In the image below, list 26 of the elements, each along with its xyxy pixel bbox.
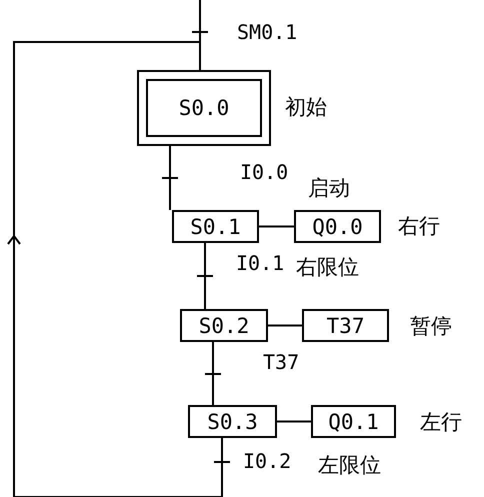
step-comment: 初始	[285, 97, 327, 118]
initial-step-box: S0.0	[137, 70, 271, 146]
step-box: S0.3	[188, 405, 277, 438]
connector-line	[277, 420, 311, 422]
step-box: S0.1	[172, 210, 259, 243]
action-box: Q0.0	[294, 210, 381, 243]
connector-line	[204, 341, 222, 406]
step-comment: 暂停	[410, 316, 452, 337]
step-comment: 左行	[420, 412, 462, 433]
action-box: Q0.1	[311, 405, 396, 438]
connector-line	[161, 145, 179, 211]
transition-label: I0.0	[240, 162, 288, 182]
transition-label: I0.1	[236, 253, 284, 273]
transition-label: SM0.1	[237, 22, 298, 42]
step-box: S0.2	[180, 309, 268, 342]
arrow	[7, 41, 231, 497]
transition-comment: 右限位	[296, 257, 359, 278]
transition-label: T37	[263, 352, 300, 372]
transition-label: I0.2	[243, 451, 292, 471]
transition-comment: 启动	[308, 178, 350, 199]
action-box: T37	[302, 309, 389, 342]
connector-line	[259, 226, 294, 228]
connector-line	[268, 324, 302, 326]
connector-line	[196, 242, 214, 310]
transition-comment: 左限位	[318, 455, 381, 476]
step-comment: 右行	[398, 216, 440, 237]
